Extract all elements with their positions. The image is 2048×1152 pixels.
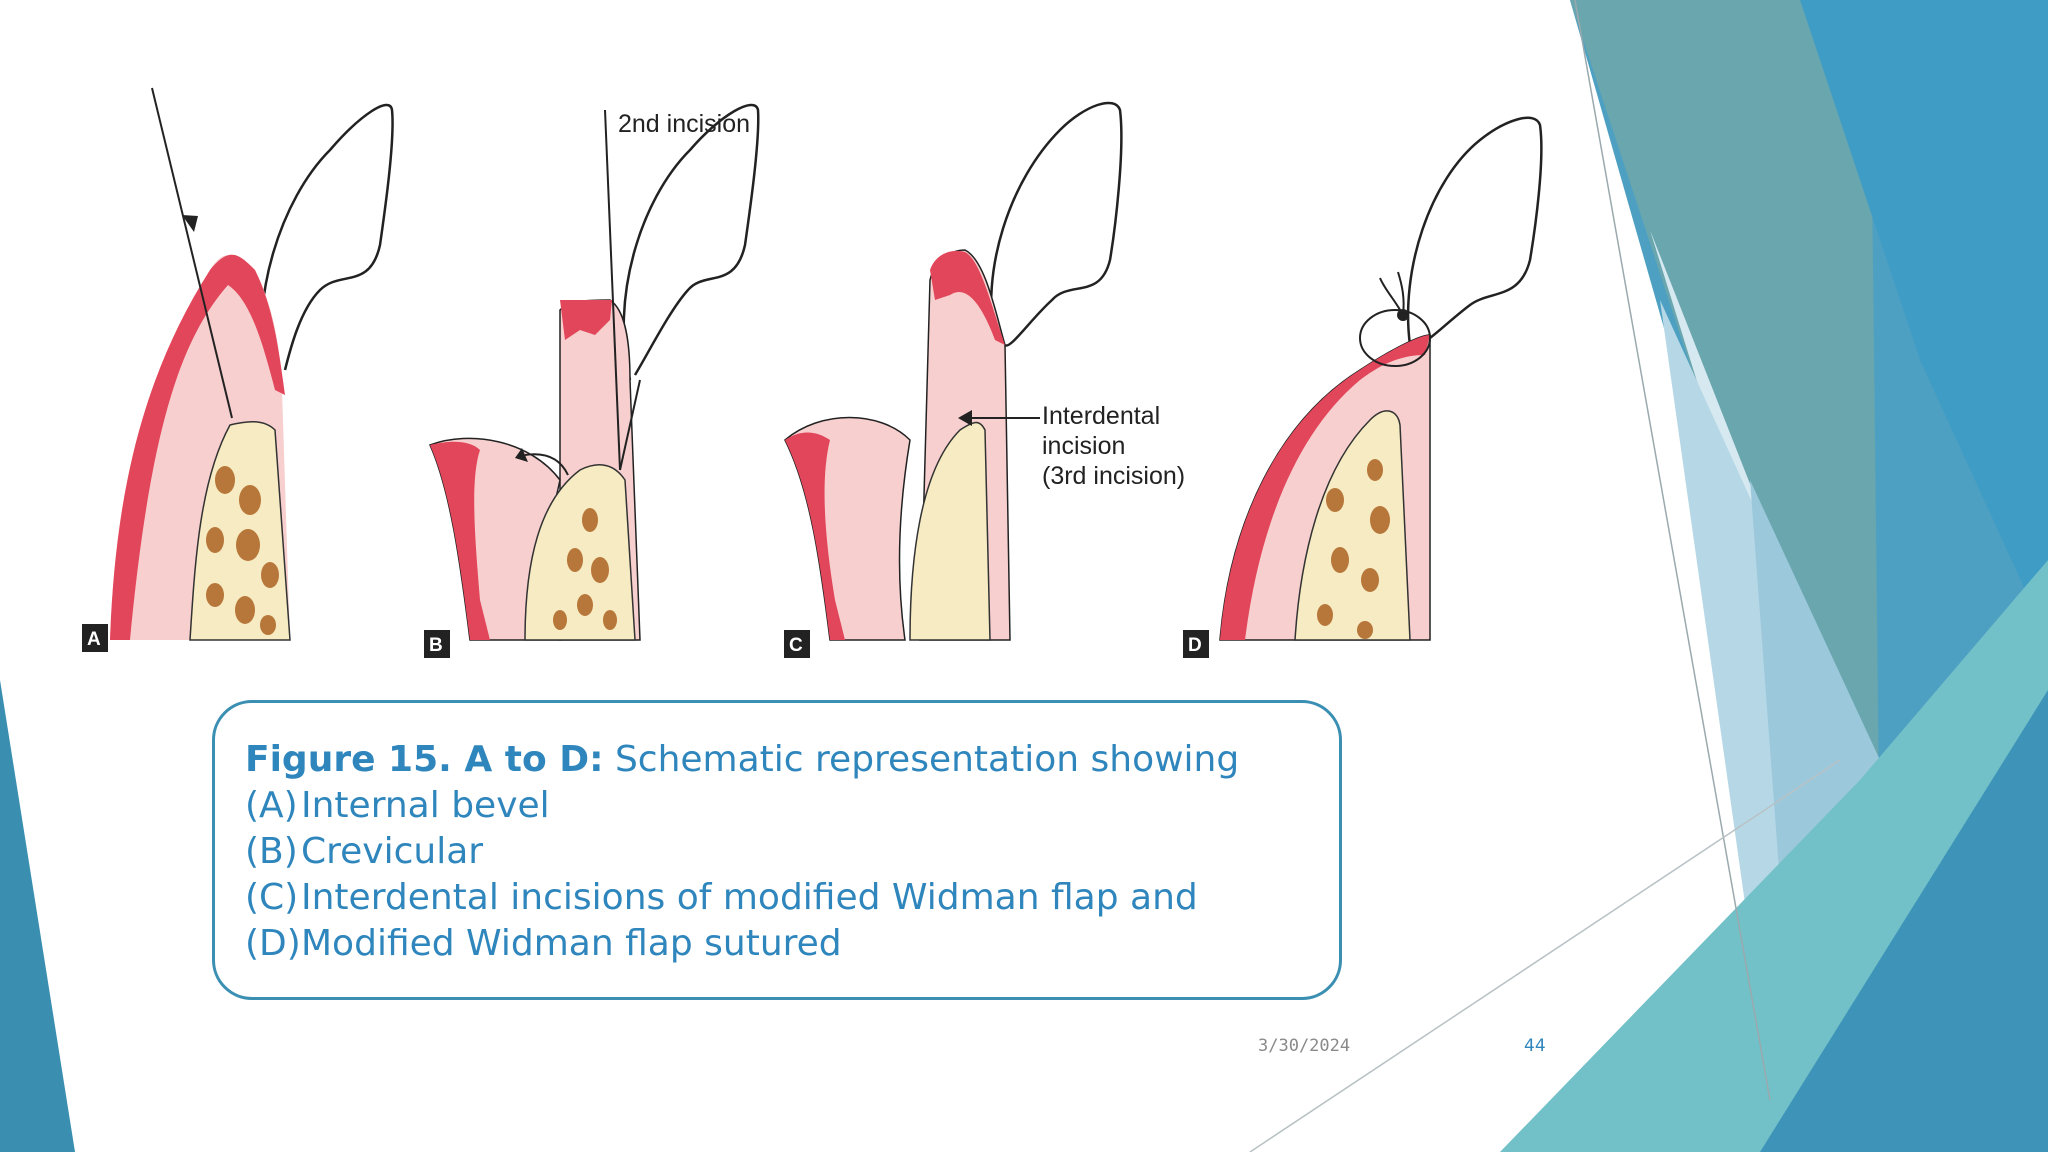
panel-a-letter: A <box>87 629 101 650</box>
panel-c-flap-epithelium <box>785 432 845 640</box>
panel-b-flap-epithelium <box>430 441 490 640</box>
caption-item-text: Crevicular <box>301 831 484 872</box>
panel-d-drawing: D <box>1183 116 1543 658</box>
panel-a-epithelium <box>110 254 285 641</box>
panel-c-letter: C <box>789 635 803 656</box>
panel-d-epithelium <box>1220 335 1430 640</box>
panel-d-letter: D <box>1188 635 1202 656</box>
panel-b-papilla-tip <box>560 300 612 340</box>
caption-item-tag: (A) <box>245 785 298 826</box>
second-incision-label: 2nd incision <box>618 110 750 138</box>
figure-caption: Figure 15. A to D: Schematic representat… <box>245 737 1239 967</box>
caption-item-tag: (C) <box>245 877 299 918</box>
caption-intro: Schematic representation showing <box>603 739 1240 780</box>
panel-b-drawing: 2nd incision B <box>424 103 760 658</box>
caption-heading: Figure 15. A to D: <box>245 739 604 780</box>
caption-item-b: (B)Crevicular <box>245 829 1239 875</box>
panel-d-tooth-crown <box>1406 116 1543 347</box>
caption-box: Figure 15. A to D: Schematic representat… <box>212 700 1342 1000</box>
caption-item-a: (A)Internal bevel <box>245 783 1239 829</box>
panel-c-tooth-crown <box>989 101 1123 347</box>
interdental-label-line2: incision <box>1042 432 1125 460</box>
panel-c-drawing: Interdental incision (3rd incision) C <box>784 101 1185 658</box>
caption-item-d: (D)Modified Widman flap sutured <box>245 921 1239 967</box>
slide-page-number: 44 <box>1524 1036 1546 1056</box>
panel-a-tooth-crown <box>259 103 394 376</box>
panel-d-suture-loop <box>1359 309 1431 367</box>
caption-item-text: Interdental incisions of modified Widman… <box>301 877 1198 918</box>
caption-title-line: Figure 15. A to D: Schematic representat… <box>245 737 1239 783</box>
interdental-label-line3: (3rd incision) <box>1042 462 1185 490</box>
caption-item-text: Internal bevel <box>301 785 550 826</box>
caption-item-tag: (D) <box>245 923 301 964</box>
slide-date: 3/30/2024 <box>1258 1036 1351 1056</box>
caption-item-text: Modified Widman flap sutured <box>301 923 842 964</box>
panel-b-letter: B <box>429 635 443 656</box>
interdental-label-line1: Interdental <box>1042 402 1160 430</box>
panel-c-papilla-tip <box>930 250 1005 345</box>
caption-item-tag: (B) <box>245 831 298 872</box>
panel-c-tooth-root <box>909 421 991 641</box>
panel-b-tooth-crown <box>622 103 760 381</box>
panel-a-drawing: A <box>82 87 394 652</box>
caption-item-c: (C)Interdental incisions of modified Wid… <box>245 875 1239 921</box>
